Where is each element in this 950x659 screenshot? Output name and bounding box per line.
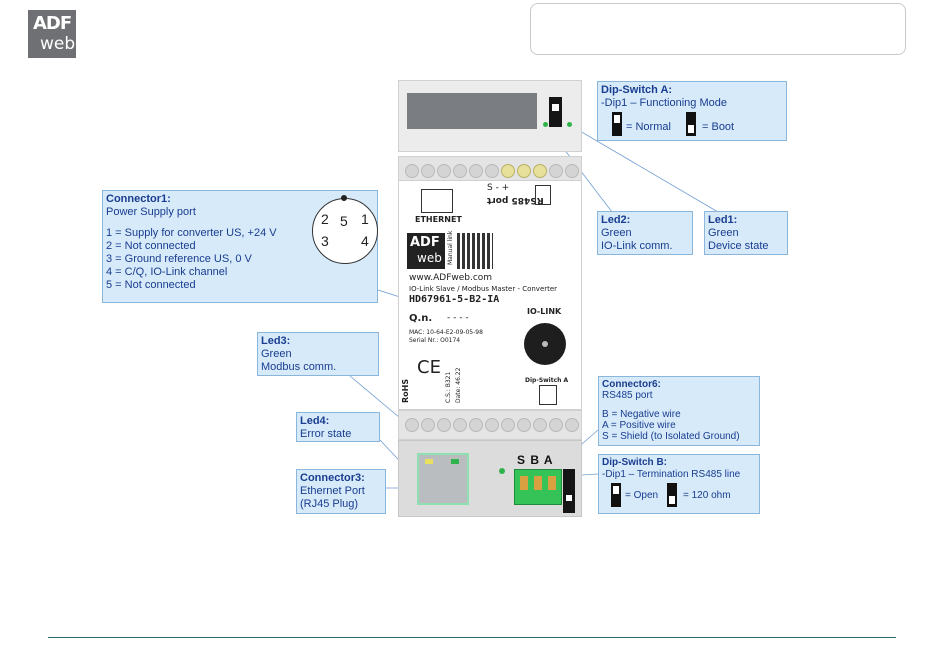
logo-text-1: ADF xyxy=(33,13,72,34)
callout-line: S = Shield (to Isolated Ground) xyxy=(602,431,740,442)
rohs-mark: RoHS xyxy=(401,378,410,403)
product-label: IO-Link Slave / Modbus Master - Converte… xyxy=(409,285,558,293)
led2-dot xyxy=(543,122,548,127)
callout-subtitle: Power Supply port xyxy=(106,206,196,218)
ethernet-label: ETHERNET xyxy=(415,215,462,224)
device-logo: ADF web xyxy=(407,233,445,269)
device-bottom-module: S B A xyxy=(398,440,582,517)
callout-connector3: Connector3: Ethernet Port (RJ45 Plug) xyxy=(296,469,386,514)
callout-line: -Dip1 – Termination RS485 line xyxy=(602,469,741,480)
dip-normal-icon xyxy=(612,112,622,136)
model-label: HD67961-5-B2-IA xyxy=(409,294,500,305)
callout-line: Green xyxy=(601,227,632,239)
dip-switch-a-icon xyxy=(539,385,557,405)
dip-open-icon xyxy=(611,483,621,507)
callout-line: 3 = Ground reference US, 0 V xyxy=(106,253,252,265)
callout-title: Led4: xyxy=(300,415,330,427)
callout-title: Dip-Switch A: xyxy=(601,84,673,96)
serial-label: Serial Nr.: O0174 xyxy=(409,337,461,344)
callout-line: Ethernet Port xyxy=(300,485,365,497)
rj45-port xyxy=(417,453,469,505)
rs485-terminal-block xyxy=(514,469,562,505)
led3-dot xyxy=(499,468,505,474)
dip-120ohm-icon xyxy=(667,483,677,507)
callout-title: Led2: xyxy=(601,214,631,226)
pin-label: 2 xyxy=(321,211,329,227)
qn-label: Q.n. xyxy=(409,313,433,324)
callout-dip-switch-b: Dip-Switch B: -Dip1 – Termination RS485 … xyxy=(598,454,760,514)
website-label: www.ADFweb.com xyxy=(409,273,493,283)
callout-line: 4 = C/Q, IO-Link channel xyxy=(106,266,228,278)
dip-switch-b xyxy=(563,469,575,513)
callout-title: Led3: xyxy=(261,335,291,347)
callout-line: Error state xyxy=(300,428,352,440)
device-bottom-rib xyxy=(398,410,582,440)
callout-line: 2 = Not connected xyxy=(106,240,196,252)
device-top-module xyxy=(398,80,582,152)
dip-open-label: = Open xyxy=(625,490,659,501)
callout-line: 1 = Supply for converter US, +24 V xyxy=(106,227,277,239)
callout-title: Connector1: xyxy=(106,193,171,205)
pin-label: 3 xyxy=(321,233,329,249)
callout-led4: Led4: Error state xyxy=(296,412,380,442)
callout-line: Device state xyxy=(708,240,769,252)
callout-connector6: Connector6: RS485 port B = Negative wire… xyxy=(598,376,760,446)
callout-line: B = Negative wire xyxy=(602,409,681,420)
callout-line: Green xyxy=(708,227,739,239)
callout-line: 5 = Not connected xyxy=(106,279,196,291)
dip-120ohm-label: = 120 ohm xyxy=(683,490,731,501)
device-illustration: ETHERNET RS485 port S - + ADF web Manual… xyxy=(398,80,582,517)
callout-line: Modbus comm. xyxy=(261,361,337,373)
callout-line: -Dip1 – Functioning Mode xyxy=(601,97,727,109)
mac-label: MAC: 10-64-E2-09-05-98 xyxy=(409,329,483,336)
pin-label: 4 xyxy=(361,233,369,249)
dip-boot-icon xyxy=(686,112,696,136)
date-label: Date: 46.22 xyxy=(455,367,462,403)
footer-divider xyxy=(48,637,896,638)
rs485-pins: S - + xyxy=(487,183,510,193)
qn-value: - - - - xyxy=(447,313,469,323)
pin-label: 5 xyxy=(340,213,348,229)
callout-led3: Led3: Green Modbus comm. xyxy=(257,332,379,376)
callout-title: Dip-Switch B: xyxy=(602,457,667,468)
dip-boot-label: = Boot xyxy=(702,121,735,133)
ce-mark: CE xyxy=(417,357,441,378)
manual-link-label: Manual link xyxy=(447,230,454,265)
callout-title: Connector3: xyxy=(300,472,365,484)
callout-line: (RJ45 Plug) xyxy=(300,498,359,510)
leader-led1 xyxy=(567,123,719,213)
connector1-pinout: 2 5 1 3 4 xyxy=(312,195,378,264)
dip-switch-a xyxy=(549,97,562,127)
callout-line: IO-Link comm. xyxy=(601,240,673,252)
io-link-label: IO-LINK xyxy=(527,307,562,316)
dip-switch-b-icon xyxy=(535,185,551,205)
logo-text-2: web xyxy=(40,34,76,54)
ethernet-port-icon xyxy=(421,189,453,213)
adfweb-logo: ADF web xyxy=(28,10,76,58)
device-logo-text-1: ADF xyxy=(410,235,440,250)
dip-switch-label: Dip-Switch A xyxy=(525,377,569,384)
callout-led2: Led2: Green IO-Link comm. xyxy=(597,211,693,255)
pin-label: 1 xyxy=(361,211,369,227)
callout-title: Led1: xyxy=(708,214,738,226)
callout-led1: Led1: Green Device state xyxy=(704,211,788,255)
qr-code xyxy=(457,233,493,269)
device-top-window xyxy=(407,93,537,129)
device-front-face: ETHERNET RS485 port S - + ADF web Manual… xyxy=(398,180,582,410)
cs-label: C.S.: B321 xyxy=(445,371,452,403)
dip-normal-label: = Normal xyxy=(626,121,671,133)
key-notch xyxy=(341,195,347,201)
led1-dot xyxy=(567,122,572,127)
callout-line: Green xyxy=(261,348,292,360)
io-link-connector xyxy=(524,323,566,365)
callout-line: RS485 port xyxy=(602,390,653,401)
header-box xyxy=(530,3,906,55)
callout-line: A = Positive wire xyxy=(602,420,676,431)
callout-dip-switch-a: Dip-Switch A: -Dip1 – Functioning Mode =… xyxy=(597,81,787,141)
terminal-labels: S B A xyxy=(517,453,553,467)
callout-title: Connector6: xyxy=(602,379,661,390)
device-logo-text-2: web xyxy=(417,251,442,265)
